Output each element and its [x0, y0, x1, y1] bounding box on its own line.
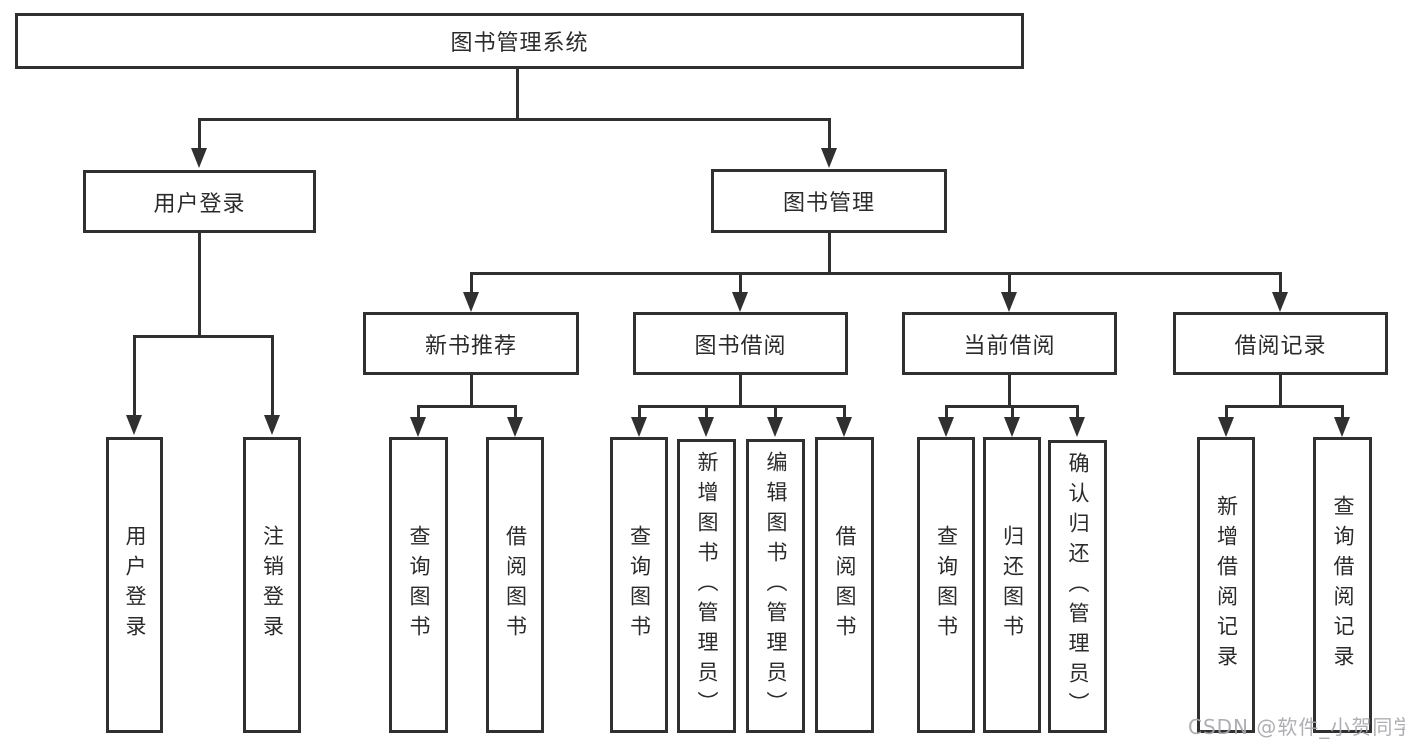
connector-book-borrow-stem: [739, 375, 742, 407]
arrow-head-add-book: [698, 417, 714, 437]
node-user-login: 用户登录: [83, 170, 316, 233]
connector-user-login-hline: [133, 335, 274, 338]
arrow-head-return-books: [1004, 417, 1020, 437]
arrow-shaft-to-user-login: [198, 118, 201, 150]
connector-new-book-recommend-stem: [470, 375, 473, 407]
leaf-borrow-books: 借阅图书: [815, 437, 874, 733]
node-new-book-recommend: 新书推荐: [363, 312, 579, 375]
connector-book-borrow-hline: [638, 405, 846, 408]
leaf-borrow-query-books: 查询图书: [610, 437, 668, 733]
node-borrow-records: 借阅记录: [1173, 312, 1388, 375]
connector-root-hline: [198, 118, 831, 121]
arrow-shaft-borrow-books: [843, 405, 846, 419]
node-current-borrow: 当前借阅: [902, 312, 1117, 375]
arrow-head-to-book-borrow: [732, 292, 748, 312]
arrow-head-to-book-management: [821, 148, 837, 168]
arrow-shaft-rec-query-books: [417, 405, 420, 419]
arrow-head-add-borrow-record: [1218, 417, 1234, 437]
connector-current-borrow-stem: [1008, 375, 1011, 407]
arrow-shaft-to-new-book-recommend: [470, 272, 473, 296]
arrow-shaft-current-query-books: [945, 405, 948, 419]
leaf-logout: 注销登录: [243, 437, 301, 733]
arrow-shaft-add-borrow-record: [1225, 405, 1228, 419]
leaf-add-book-admin: 新增图书（管理员）: [677, 439, 736, 733]
arrow-head-current-query-books: [938, 417, 954, 437]
node-library-management-system: 图书管理系统: [15, 13, 1024, 69]
connector-borrow-records-stem: [1279, 375, 1282, 407]
arrow-head-to-current-borrow: [1001, 292, 1017, 312]
arrow-shaft-edit-book: [774, 405, 777, 419]
leaf-confirm-return-admin: 确认归还（管理员）: [1048, 440, 1107, 733]
connector-book-management-stem: [828, 233, 831, 274]
arrow-shaft-to-leaf-logout: [271, 335, 274, 417]
connector-book-management-hline: [470, 272, 1282, 275]
arrow-head-borrow-books: [836, 417, 852, 437]
arrow-shaft-rec-borrow-books: [514, 405, 517, 419]
csdn-watermark: CSDN @软件_小贺同学: [1188, 715, 1405, 739]
leaf-return-books: 归还图书: [983, 437, 1041, 733]
leaf-user-login: 用户登录: [106, 437, 163, 733]
arrow-shaft-to-current-borrow: [1008, 272, 1011, 296]
arrow-head-to-borrow-records: [1272, 292, 1288, 312]
connector-borrow-records-hline: [1225, 405, 1344, 408]
arrow-head-to-new-book-recommend: [463, 292, 479, 312]
connector-new-book-recommend-hline: [417, 405, 517, 408]
arrow-head-query-borrow-record: [1334, 417, 1350, 437]
leaf-edit-book-admin: 编辑图书（管理员）: [746, 439, 805, 733]
arrow-shaft-to-borrow-records: [1279, 272, 1282, 296]
leaf-current-query-books: 查询图书: [917, 437, 975, 733]
arrow-shaft-confirm-return: [1076, 405, 1079, 419]
connector-user-login-stem: [198, 233, 201, 337]
arrow-head-rec-borrow-books: [507, 417, 523, 437]
arrow-shaft-to-book-borrow: [739, 272, 742, 296]
arrow-head-edit-book: [767, 417, 783, 437]
leaf-add-borrow-record: 新增借阅记录: [1197, 437, 1255, 733]
arrow-head-borrow-query-books: [631, 417, 647, 437]
node-book-management: 图书管理: [711, 169, 947, 233]
connector-root-stem: [516, 69, 519, 119]
arrow-shaft-add-book: [705, 405, 708, 419]
arrow-head-rec-query-books: [410, 417, 426, 437]
arrow-head-confirm-return: [1069, 417, 1085, 437]
arrow-head-to-leaf-user-login: [126, 415, 142, 435]
arrow-head-to-leaf-logout: [264, 415, 280, 435]
arrow-shaft-borrow-query-books: [638, 405, 641, 419]
leaf-query-borrow-record: 查询借阅记录: [1313, 437, 1372, 733]
arrow-shaft-query-borrow-record: [1341, 405, 1344, 419]
arrow-head-to-user-login: [191, 148, 207, 168]
arrow-shaft-return-books: [1011, 405, 1014, 419]
leaf-rec-borrow-books: 借阅图书: [486, 437, 544, 733]
arrow-shaft-to-book-management: [828, 118, 831, 150]
leaf-rec-query-books: 查询图书: [389, 437, 448, 733]
node-book-borrow: 图书借阅: [633, 312, 848, 375]
arrow-shaft-to-leaf-user-login: [133, 335, 136, 417]
